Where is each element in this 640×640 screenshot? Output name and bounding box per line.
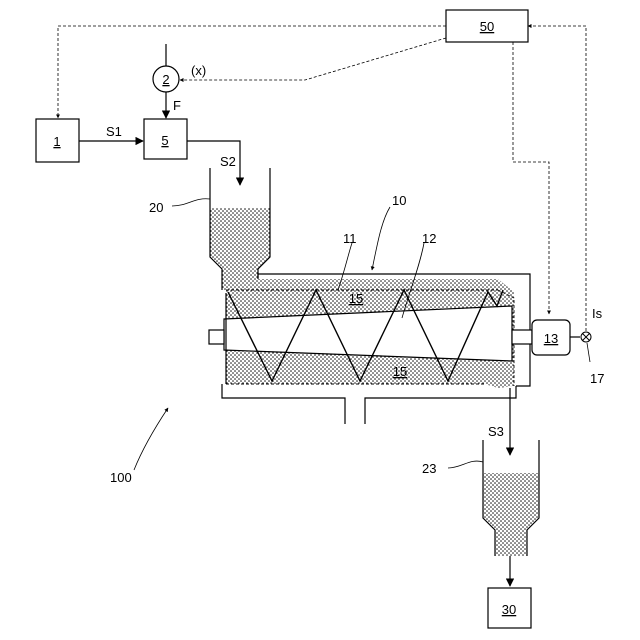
- label-23: 23: [422, 461, 436, 476]
- pump-2: 2: [153, 66, 179, 92]
- block-30: 30: [488, 588, 531, 628]
- label-20: 20: [149, 200, 163, 215]
- label-F: F: [173, 98, 181, 113]
- control-line-50-to-13: [513, 42, 549, 314]
- label-11: 11: [343, 231, 357, 246]
- controller-label: 50: [480, 19, 494, 34]
- controller-box-50: 50: [446, 10, 528, 42]
- shaft-left: [209, 330, 224, 344]
- drive-label: 13: [544, 331, 558, 346]
- label-17: 17: [590, 371, 604, 386]
- control-line-50-to-2: [180, 38, 446, 80]
- label-100: 100: [110, 470, 132, 485]
- block-5-label: 5: [161, 133, 168, 148]
- label-12: 12: [422, 231, 436, 246]
- hopper-20: [210, 168, 270, 290]
- control-line-17-to-50: [528, 26, 586, 336]
- label-S3: S3: [488, 424, 504, 439]
- block-30-label: 30: [502, 602, 516, 617]
- block-1: 1: [36, 119, 79, 162]
- block-1-label: 1: [53, 134, 60, 149]
- label-x: (x): [191, 63, 206, 78]
- shaft-right: [512, 330, 532, 344]
- label-15-bottom: 15: [393, 364, 407, 379]
- pump-label: 2: [162, 72, 169, 87]
- centrifuge-10: [209, 274, 532, 424]
- sensor-17: [581, 332, 591, 342]
- control-line-50-to-1: [58, 26, 446, 118]
- label-S2: S2: [220, 154, 236, 169]
- label-10: 10: [392, 193, 406, 208]
- label-Is: Is: [592, 306, 603, 321]
- label-S1: S1: [106, 124, 122, 139]
- frame: [222, 384, 516, 424]
- hopper-23: [483, 440, 539, 556]
- drive-13: 13: [532, 320, 570, 355]
- block-5: 5: [144, 119, 187, 159]
- label-15-top: 15: [349, 291, 363, 306]
